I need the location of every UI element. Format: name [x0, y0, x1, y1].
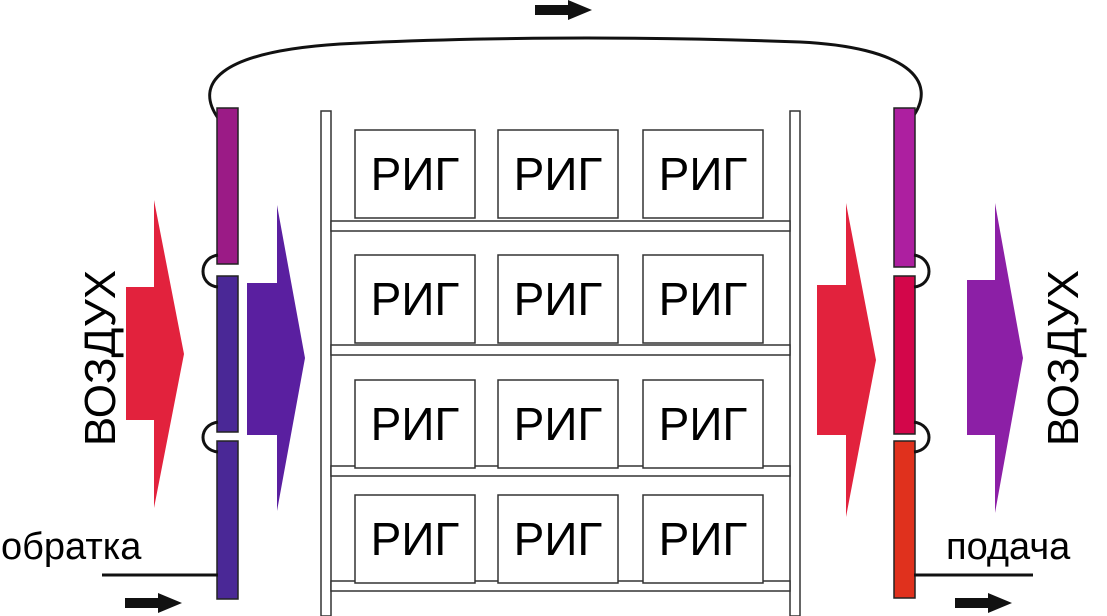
- rig-label: РИГ: [514, 513, 603, 565]
- rig-label: РИГ: [371, 513, 460, 565]
- rig-box: [497, 129, 619, 219]
- left-radiator-section-top: [216, 107, 239, 265]
- rig-label: РИГ: [659, 148, 748, 200]
- rig-box: [354, 379, 476, 469]
- rig-label: РИГ: [659, 273, 748, 325]
- rig-unit: РИГ: [642, 129, 764, 219]
- rig-box: [497, 379, 619, 469]
- outgoing-air-arrow: [967, 203, 1023, 513]
- rig-label: РИГ: [659, 398, 748, 450]
- rig-box: [354, 129, 476, 219]
- rig-unit: РИГ: [354, 129, 476, 219]
- right-radiator-section-top: [893, 107, 916, 268]
- rig-label: РИГ: [514, 398, 603, 450]
- rig-unit: РИГ: [354, 379, 476, 469]
- rig-box: [642, 494, 764, 584]
- rig-unit: РИГ: [354, 494, 476, 584]
- rig-unit: РИГ: [642, 379, 764, 469]
- left-radiator-section-bottom: [216, 440, 239, 600]
- rig-unit: РИГ: [497, 379, 619, 469]
- return-flow-arrow: [125, 593, 182, 613]
- heated-air-arrow-right: [817, 203, 876, 517]
- rig-label: РИГ: [514, 148, 603, 200]
- right-radiator: [893, 107, 931, 599]
- rig-unit: РИГ: [497, 129, 619, 219]
- rig-box: [642, 129, 764, 219]
- return-pipe-label: обратка: [1, 526, 142, 568]
- supply-pipe-label: подача: [946, 526, 1071, 568]
- left-radiator: [201, 107, 239, 600]
- rig-label: РИГ: [371, 148, 460, 200]
- right-air-label: ВОЗДУХ: [1039, 270, 1088, 446]
- rig-box: [497, 494, 619, 584]
- rig-unit: РИГ: [354, 254, 476, 344]
- supply-flow-arrow: [955, 593, 1012, 613]
- rig-box: [354, 494, 476, 584]
- rig-label: РИГ: [371, 273, 460, 325]
- rig-label: РИГ: [659, 513, 748, 565]
- incoming-air-arrow: [126, 200, 184, 508]
- cooled-air-arrow-left: [247, 205, 305, 511]
- right-radiator-section-bottom: [893, 440, 916, 599]
- top-connecting-pipe: [208, 36, 923, 119]
- rig-unit: РИГ: [497, 494, 619, 584]
- right-radiator-section-middle: [893, 275, 916, 435]
- rig-box: [642, 379, 764, 469]
- rig-box: [497, 254, 619, 344]
- rig-box: [354, 254, 476, 344]
- rig-unit: РИГ: [642, 494, 764, 584]
- mining-rigs: РИГ РИГ РИГ РИГ РИГ РИГ РИГ РИГ РИГ РИГ РИГ РИГ: [354, 129, 764, 584]
- rig-label: РИГ: [514, 273, 603, 325]
- rig-box: [642, 254, 764, 344]
- rig-unit: РИГ: [497, 254, 619, 344]
- rig-label: РИГ: [371, 398, 460, 450]
- left-air-label: ВОЗДУХ: [76, 270, 125, 446]
- rack: [320, 110, 801, 616]
- rig-unit: РИГ: [642, 254, 764, 344]
- top-flow-arrow: [535, 0, 592, 20]
- left-radiator-section-middle: [216, 275, 239, 433]
